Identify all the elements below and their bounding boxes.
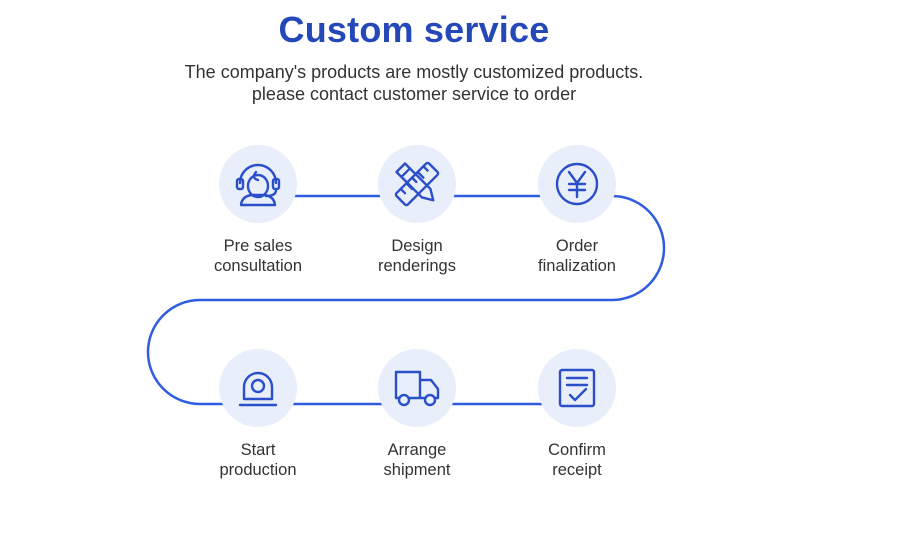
step-start-production (219, 349, 297, 427)
step-pre-sales-consultation (219, 145, 297, 223)
step-circle (538, 349, 616, 427)
step-label-line: consultation (213, 257, 303, 275)
page-title: Custom service (278, 9, 550, 50)
step-label-design-renderings: Design renderings (337, 236, 497, 276)
alarm-light-icon (238, 371, 278, 407)
step-label-line: production (219, 461, 297, 479)
step-label-line: Start (240, 441, 276, 459)
step-confirm-receipt (538, 349, 616, 427)
checked-document-icon (558, 368, 596, 408)
step-circle (219, 145, 297, 223)
subtitle-line-1: The company's products are mostly custom… (184, 62, 644, 82)
step-label-line: receipt (552, 461, 602, 479)
delivery-truck-icon (394, 370, 440, 407)
step-label-line: Confirm (548, 441, 606, 459)
step-label-arrange-shipment: Arrange shipment (337, 440, 497, 480)
step-label-order-finalization: Order finalization (497, 236, 657, 276)
step-circle (378, 349, 456, 427)
step-label-pre-sales-consultation: Pre sales consultation (178, 236, 338, 276)
yen-coin-icon (555, 162, 599, 206)
step-arrange-shipment (378, 349, 456, 427)
flow-connector-line (146, 194, 666, 406)
step-circle (219, 349, 297, 427)
step-order-finalization (538, 145, 616, 223)
subtitle-line-2: please contact customer service to order (251, 84, 577, 104)
ruler-pencil-icon (394, 161, 440, 207)
step-label-confirm-receipt: Confirm receipt (497, 440, 657, 480)
step-label-line: Design (391, 237, 443, 255)
step-label-line: Arrange (387, 441, 447, 459)
step-label-line: renderings (378, 257, 456, 275)
step-label-start-production: Start production (178, 440, 338, 480)
step-design-renderings (378, 145, 456, 223)
headset-agent-icon (235, 163, 281, 207)
step-label-line: Pre sales (223, 237, 293, 255)
step-label-line: finalization (538, 257, 616, 275)
step-label-line: Order (555, 237, 599, 255)
step-circle (378, 145, 456, 223)
step-label-line: shipment (383, 461, 451, 479)
